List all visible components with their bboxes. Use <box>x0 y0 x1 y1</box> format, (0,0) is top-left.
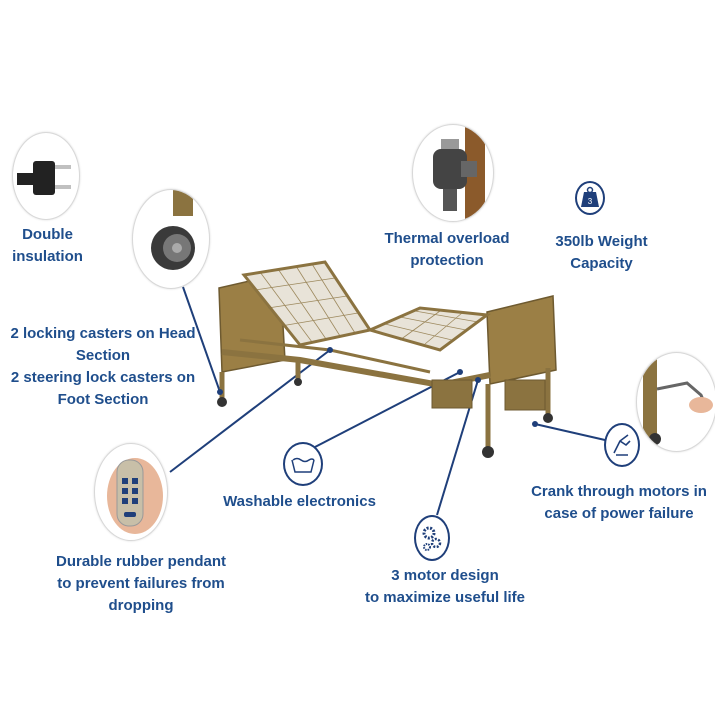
plug-icon <box>17 161 71 195</box>
washable-label: Washable electronics <box>223 493 376 510</box>
pendant-label: Durable rubber pendant to prevent failur… <box>55 553 227 614</box>
seat-section <box>365 306 491 352</box>
motor-icon <box>433 125 485 221</box>
motor-design-badge <box>414 515 450 561</box>
caster-wheel-icon <box>151 190 195 270</box>
weight-badge-text: 3 <box>588 197 593 206</box>
caster-connector <box>182 286 221 393</box>
motor-design-label: 3 motor design to maximize useful life <box>364 567 526 606</box>
crank-handle-photo <box>643 353 713 451</box>
motor-photo <box>412 124 494 222</box>
plug-photo <box>12 132 80 220</box>
caster-photo <box>132 189 210 289</box>
weight-label: 350lb Weight Capacity <box>555 233 648 272</box>
pendant-remote-icon <box>107 458 163 534</box>
weight-badge: 3 <box>575 181 605 215</box>
pendant-connector <box>169 349 331 473</box>
foot-panel <box>486 295 557 385</box>
hand-crank-icon <box>613 434 631 456</box>
washable-badge <box>283 442 323 486</box>
pendant-photo <box>94 443 168 541</box>
weight-icon: 3 <box>581 186 599 207</box>
casters-label: 2 locking casters on Head Section 2 stee… <box>10 325 196 408</box>
gears-icon <box>422 526 442 551</box>
double-insulation-label: Double insulation <box>12 226 83 265</box>
motor-housing <box>431 379 473 409</box>
crank-badge <box>604 423 640 467</box>
crank-photo <box>636 352 715 452</box>
casters <box>217 378 553 458</box>
wash-basin-icon <box>291 457 315 473</box>
crank-connector <box>534 423 606 441</box>
thermal-label: Thermal overload protection <box>384 230 510 269</box>
crank-label: Crank through motors in case of power fa… <box>531 483 707 522</box>
